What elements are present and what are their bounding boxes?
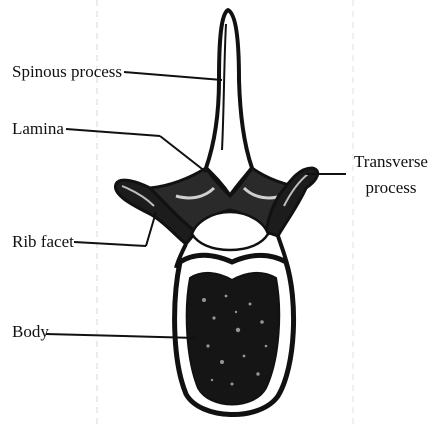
label-transverse-process: Transverse process [350,152,432,198]
label-transverse-line1: Transverse [350,152,432,172]
leader-line-rib-facet-2 [146,212,156,246]
leader-line-lamina [66,129,160,136]
leader-line-rib-facet [74,242,146,246]
label-lamina: Lamina [12,119,64,139]
leader-line-spinous [124,72,222,80]
label-transverse-line2: process [350,178,432,198]
leader-line-lamina-2 [160,136,206,172]
right-transverse-process-shape [266,168,318,236]
label-rib-facet: Rib facet [12,232,74,252]
label-spinous-process: Spinous process [12,62,122,82]
label-body: Body [12,322,49,342]
spinous-process-shape [206,10,252,196]
